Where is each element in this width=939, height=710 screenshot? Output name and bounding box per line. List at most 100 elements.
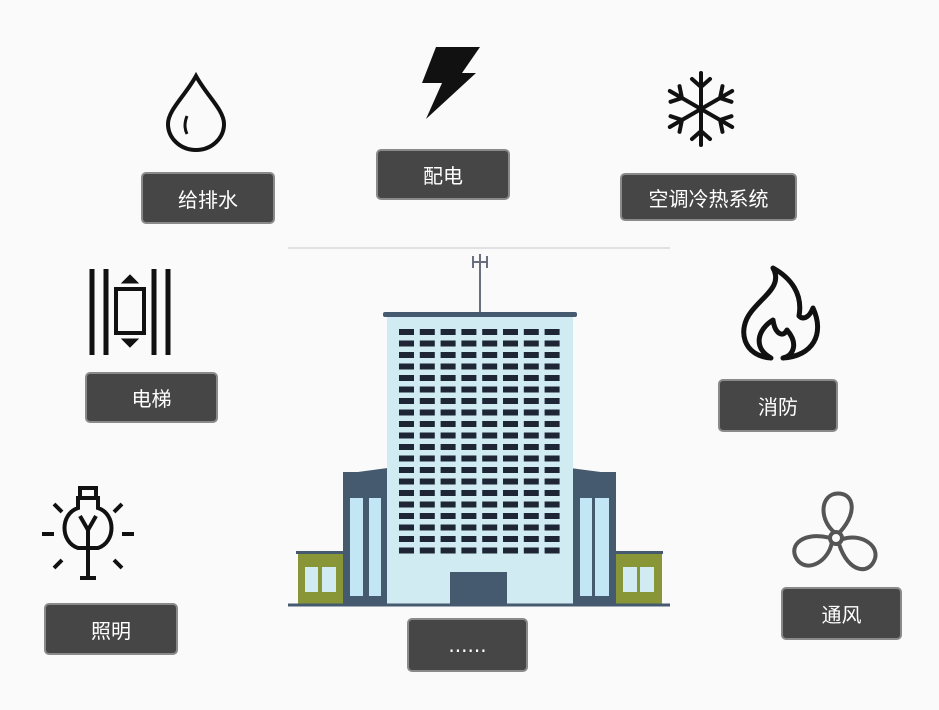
- building-window: [544, 524, 560, 531]
- building-window: [482, 536, 498, 542]
- label-lighting[interactable]: 照明: [44, 603, 178, 655]
- label-ventilation[interactable]: 通风: [781, 587, 902, 640]
- label-water-supply-drainage[interactable]: 给排水: [141, 172, 275, 224]
- building-window: [503, 421, 518, 427]
- building-window: [544, 329, 560, 335]
- building-window: [523, 409, 539, 416]
- building-window: [440, 421, 456, 427]
- building-window: [482, 490, 498, 496]
- building-window: [461, 490, 477, 496]
- building-window: [440, 363, 456, 370]
- building-window: [503, 409, 518, 416]
- building-window: [523, 536, 539, 542]
- lightning-bolt-icon: [418, 45, 484, 120]
- building-window: [503, 352, 518, 358]
- building-window: [399, 467, 414, 473]
- building-window: [440, 501, 456, 508]
- building-window: [461, 329, 477, 335]
- building-window: [482, 513, 498, 519]
- building-window: [544, 398, 560, 404]
- building-window: [399, 386, 414, 393]
- building-window: [399, 524, 414, 531]
- building-window: [419, 329, 435, 335]
- building-window: [503, 444, 518, 450]
- building-window: [419, 352, 435, 358]
- building-window: [482, 455, 498, 462]
- building-window: [544, 467, 560, 473]
- building-window: [523, 386, 539, 393]
- water-drop-icon: [163, 72, 229, 152]
- label-more[interactable]: ......: [407, 618, 528, 672]
- building-window: [544, 432, 560, 439]
- building-window: [523, 432, 539, 439]
- building-window: [503, 524, 518, 531]
- building-window: [461, 467, 477, 473]
- label-fire-protection[interactable]: 消防: [718, 379, 838, 432]
- building-window: [523, 398, 539, 404]
- building-window: [482, 386, 498, 393]
- building-window: [503, 340, 518, 347]
- building-window: [482, 478, 498, 485]
- building-window: [399, 536, 414, 542]
- building-window: [482, 421, 498, 427]
- building-window: [399, 352, 414, 358]
- building-window: [523, 455, 539, 462]
- building-window: [440, 513, 456, 519]
- building-window: [482, 352, 498, 358]
- building-window: [399, 478, 414, 485]
- building-window: [523, 375, 539, 381]
- building-window: [523, 340, 539, 347]
- building-window: [544, 409, 560, 416]
- building-window: [544, 375, 560, 381]
- building-window: [440, 329, 456, 335]
- building-window: [461, 352, 477, 358]
- building-window: [399, 444, 414, 450]
- building-window: [399, 421, 414, 427]
- building-window: [399, 490, 414, 496]
- building-window: [461, 386, 477, 393]
- building-window: [399, 409, 414, 416]
- building-window: [461, 501, 477, 508]
- building-window: [523, 467, 539, 473]
- building-window: [419, 375, 435, 381]
- building-window: [523, 352, 539, 358]
- building-window: [544, 386, 560, 393]
- building-window: [503, 329, 518, 335]
- building-window: [440, 490, 456, 496]
- building-window: [523, 524, 539, 531]
- label-elevator[interactable]: 电梯: [85, 372, 218, 423]
- building-window: [544, 490, 560, 496]
- building-window: [461, 432, 477, 439]
- building-window: [482, 375, 498, 381]
- fan-icon: [790, 490, 882, 586]
- building-window: [523, 363, 539, 370]
- flame-icon: [733, 264, 825, 362]
- building-window: [440, 398, 456, 404]
- building-window: [544, 513, 560, 519]
- building-window: [419, 363, 435, 370]
- label-power-distribution[interactable]: 配电: [376, 149, 510, 200]
- building-window: [440, 352, 456, 358]
- building-window: [482, 444, 498, 450]
- building-window: [503, 455, 518, 462]
- building-window: [482, 340, 498, 347]
- building-window: [399, 513, 414, 519]
- building-window: [544, 444, 560, 450]
- label-hvac[interactable]: 空调冷热系统: [620, 173, 797, 221]
- building-window: [461, 513, 477, 519]
- building-window: [419, 386, 435, 393]
- building-window: [399, 432, 414, 439]
- building-window: [461, 478, 477, 485]
- building-window: [440, 375, 456, 381]
- building-window: [523, 501, 539, 508]
- building-window: [503, 501, 518, 508]
- building-window: [544, 363, 560, 370]
- building-window: [544, 501, 560, 508]
- building-window: [503, 547, 518, 554]
- building-window: [419, 467, 435, 473]
- building-window: [503, 536, 518, 542]
- building-window: [482, 398, 498, 404]
- building-window: [544, 455, 560, 462]
- building-window: [461, 375, 477, 381]
